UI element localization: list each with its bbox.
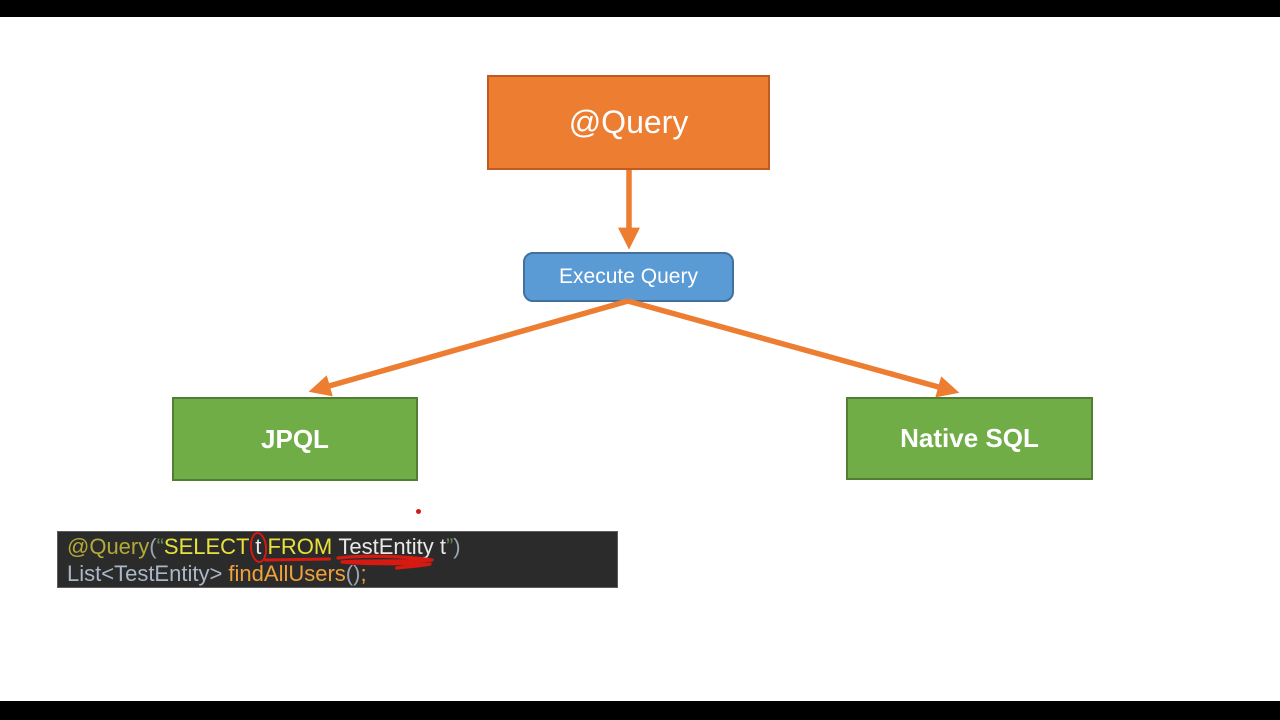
red-scribble-annotation xyxy=(336,554,435,570)
close-quote-token: ” xyxy=(445,534,454,559)
red-dot-annotation xyxy=(416,509,421,514)
jpql-box: JPQL xyxy=(172,397,418,481)
code-snippet: @Query(“SELECT t FROM TestEntity t”) Lis… xyxy=(57,531,618,588)
letterbox-bottom xyxy=(0,701,1280,720)
return-type-token: List<TestEntity> xyxy=(67,561,229,586)
execute-query-box: Execute Query xyxy=(523,252,734,302)
native-sql-box-label: Native SQL xyxy=(900,423,1039,453)
close-paren-token: ) xyxy=(453,534,461,559)
select-keyword-token: SELECT xyxy=(163,534,256,559)
jpql-box-label: JPQL xyxy=(261,423,329,454)
entity-token-wrap: TestEntity xyxy=(336,533,435,570)
execute-query-box-label: Execute Query xyxy=(559,265,698,288)
code-line-2: List<TestEntity> findAllUsers(); xyxy=(67,560,617,587)
open-paren-token: ( xyxy=(149,534,157,559)
method-name-token: findAllUsers xyxy=(228,561,346,586)
semicolon-token: ; xyxy=(360,561,367,586)
trailing-alias-token: t xyxy=(433,534,446,559)
method-parens-token: () xyxy=(345,561,361,586)
letterbox-top xyxy=(0,0,1280,17)
red-circle-annotation: t xyxy=(255,533,261,560)
arrow-execute-to-native-sql xyxy=(627,298,960,398)
code-line-1: @Query(“SELECT t FROM TestEntity t”) xyxy=(67,533,617,570)
native-sql-box: Native SQL xyxy=(846,397,1093,480)
open-quote-token: “ xyxy=(156,534,164,559)
annotation-token: @Query xyxy=(67,534,150,559)
arrow-execute-to-jpql xyxy=(308,298,629,397)
query-box-label: @Query xyxy=(568,104,689,140)
query-box: @Query xyxy=(487,75,770,170)
from-keyword-token: FROM xyxy=(261,534,339,559)
